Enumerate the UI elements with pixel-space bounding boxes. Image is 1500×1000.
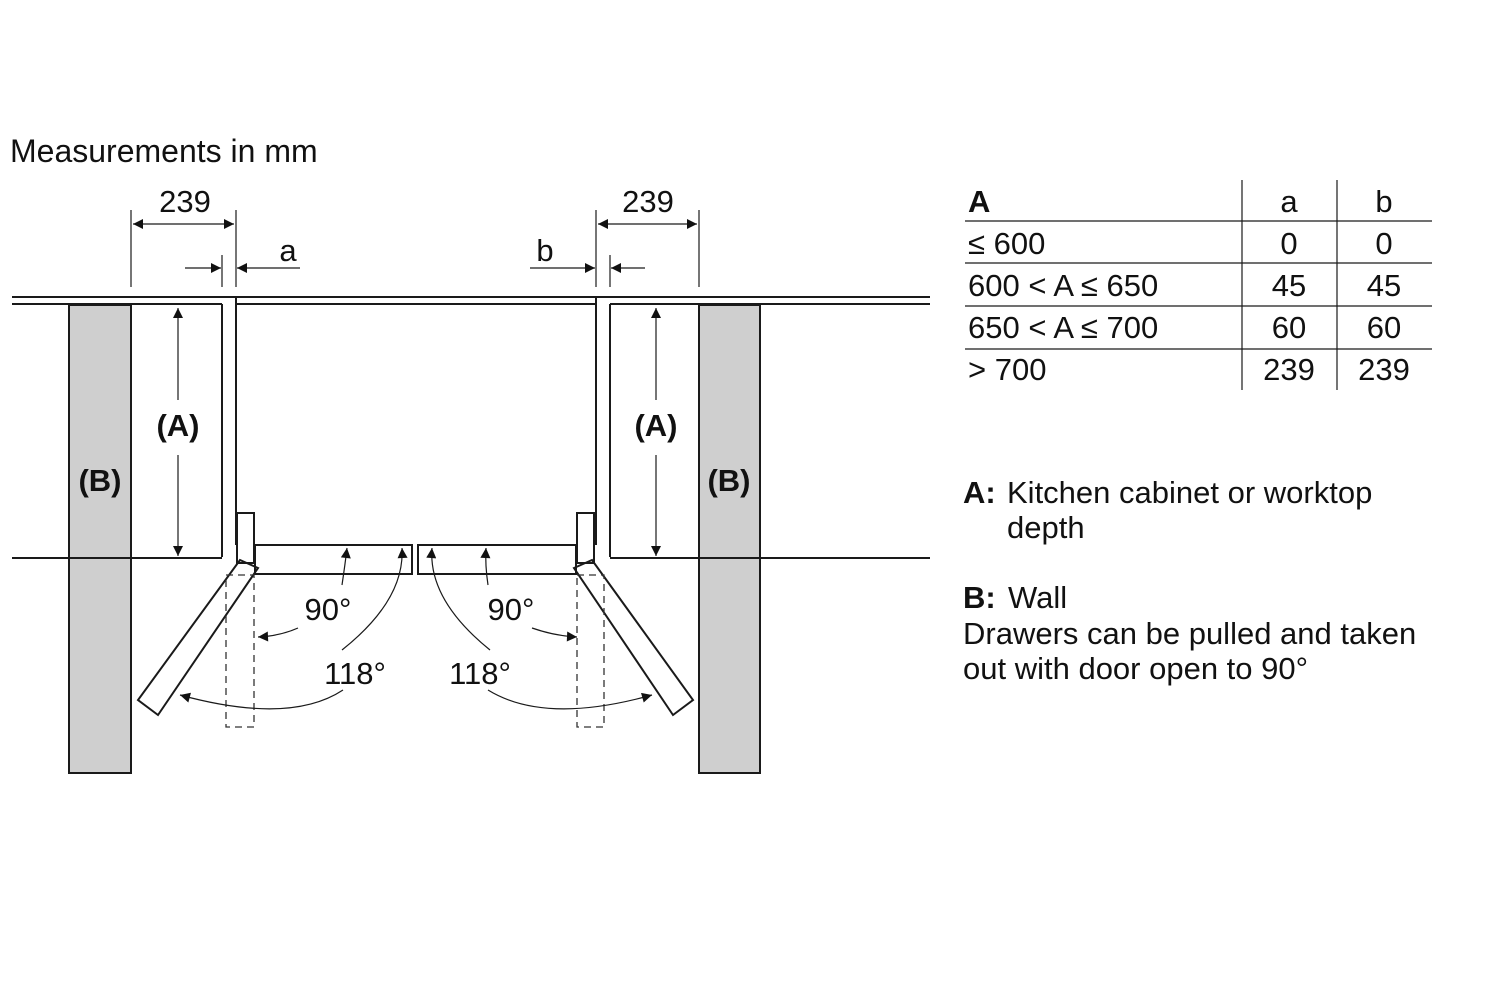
legend-a-key: A: bbox=[963, 475, 996, 510]
table-cell: 239 bbox=[1358, 352, 1410, 387]
table-cell: 650 < A ≤ 700 bbox=[968, 310, 1158, 345]
gap-a-label: a bbox=[279, 233, 297, 268]
door-left-90-outline bbox=[225, 574, 255, 728]
table-cell: 60 bbox=[1272, 310, 1306, 345]
table-header-a: a bbox=[1280, 184, 1298, 219]
legend-b-text: Wall bbox=[1008, 580, 1067, 615]
clearance-table: A a b ≤ 600 0 0 600 < A ≤ 650 45 45 650 … bbox=[965, 180, 1432, 390]
wall-left bbox=[68, 304, 132, 774]
depth-label-right: (A) bbox=[634, 408, 677, 443]
door-right-open bbox=[572, 558, 695, 717]
legend-note-1: Drawers can be pulled and taken bbox=[963, 616, 1416, 651]
legend: A: Kitchen cabinet or worktop depth B: W… bbox=[963, 475, 1416, 686]
width-right-label: 239 bbox=[622, 184, 674, 219]
table-cell: 0 bbox=[1375, 226, 1392, 261]
wall-right bbox=[698, 304, 761, 774]
wall-label-left: (B) bbox=[78, 463, 121, 498]
legend-b-key: B: bbox=[963, 580, 996, 615]
dimension-lines bbox=[130, 210, 700, 710]
wall-label-right: (B) bbox=[707, 463, 750, 498]
depth-label-left: (A) bbox=[156, 408, 199, 443]
table-header-b: b bbox=[1375, 184, 1392, 219]
table-header-a-depth: A bbox=[968, 184, 990, 219]
fridge bbox=[136, 512, 695, 728]
gap-b-label: b bbox=[536, 233, 553, 268]
table-cell: 45 bbox=[1272, 268, 1306, 303]
table-cell: ≤ 600 bbox=[968, 226, 1045, 261]
table-cell: 45 bbox=[1367, 268, 1401, 303]
angle-118-right: 118° bbox=[449, 656, 511, 691]
table-cell: 600 < A ≤ 650 bbox=[968, 268, 1158, 303]
table-cell: > 700 bbox=[968, 352, 1046, 387]
angle-118-left: 118° bbox=[324, 656, 386, 691]
hinge-right bbox=[576, 512, 595, 564]
angle-90-left: 90° bbox=[305, 592, 352, 627]
table-cell: 0 bbox=[1280, 226, 1297, 261]
width-left-label: 239 bbox=[159, 184, 211, 219]
diagram-title: Measurements in mm bbox=[10, 133, 318, 169]
worktop bbox=[12, 296, 930, 559]
door-left-open bbox=[136, 558, 260, 717]
angle-90-right: 90° bbox=[488, 592, 535, 627]
door-right-90-outline bbox=[576, 574, 605, 728]
legend-a-text: Kitchen cabinet or worktop bbox=[1007, 475, 1372, 510]
table-cell: 60 bbox=[1367, 310, 1401, 345]
legend-note-2: out with door open to 90° bbox=[963, 651, 1308, 686]
legend-a-text-2: depth bbox=[1007, 510, 1085, 545]
table-cell: 239 bbox=[1263, 352, 1315, 387]
hinge-left bbox=[236, 512, 255, 564]
